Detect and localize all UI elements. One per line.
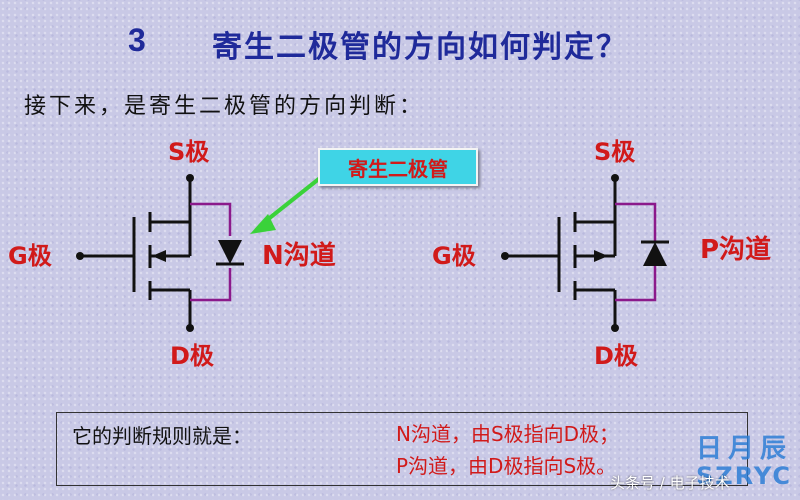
p-mosfet-symbol [505, 178, 617, 328]
rule-label: 它的判断规则就是： [72, 424, 252, 448]
n-channel-arrow [152, 250, 166, 262]
n-diode-triangle [218, 240, 242, 264]
p-source-label: S极 [594, 138, 635, 166]
p-drain-terminal [611, 324, 619, 332]
p-channel-label: P沟道 [700, 234, 771, 265]
watermark-source: 头条号 / 电子技术 [610, 474, 730, 492]
callout-arrow-head [250, 214, 276, 234]
n-parasitic-diode [190, 202, 232, 302]
p-drain-label: D极 [594, 342, 638, 370]
p-channel-arrow [594, 250, 608, 262]
callout-arrow [260, 176, 322, 226]
p-gate-terminal [501, 252, 509, 260]
n-mosfet-symbol [80, 178, 192, 328]
n-gate-terminal [76, 252, 84, 260]
title-number: 3 [128, 22, 146, 58]
p-parasitic-diode [615, 202, 657, 302]
n-source-label: S极 [168, 138, 209, 166]
p-gate-label: G极 [432, 242, 476, 270]
n-source-terminal [186, 174, 194, 182]
watermark-logo: 日月辰 [696, 434, 793, 464]
p-source-terminal [611, 174, 619, 182]
n-drain-label: D极 [170, 342, 214, 370]
n-channel-rule: N沟道，由S极指向D极； [396, 422, 620, 446]
intro-text: 接下来，是寄生二极管的方向判断： [24, 94, 425, 119]
rule-box [56, 412, 748, 486]
parasitic-diode-callout: 寄生二极管 [318, 148, 478, 186]
p-diode-triangle [643, 242, 667, 266]
n-drain-terminal [186, 324, 194, 332]
n-gate-label: G极 [8, 242, 52, 270]
page-title: 寄生二极管的方向如何判定？ [212, 30, 628, 65]
n-channel-label: N沟道 [262, 240, 336, 271]
p-channel-rule: P沟道，由D极指向S极。 [396, 454, 617, 478]
watermark-code: SZRYC [696, 462, 792, 490]
